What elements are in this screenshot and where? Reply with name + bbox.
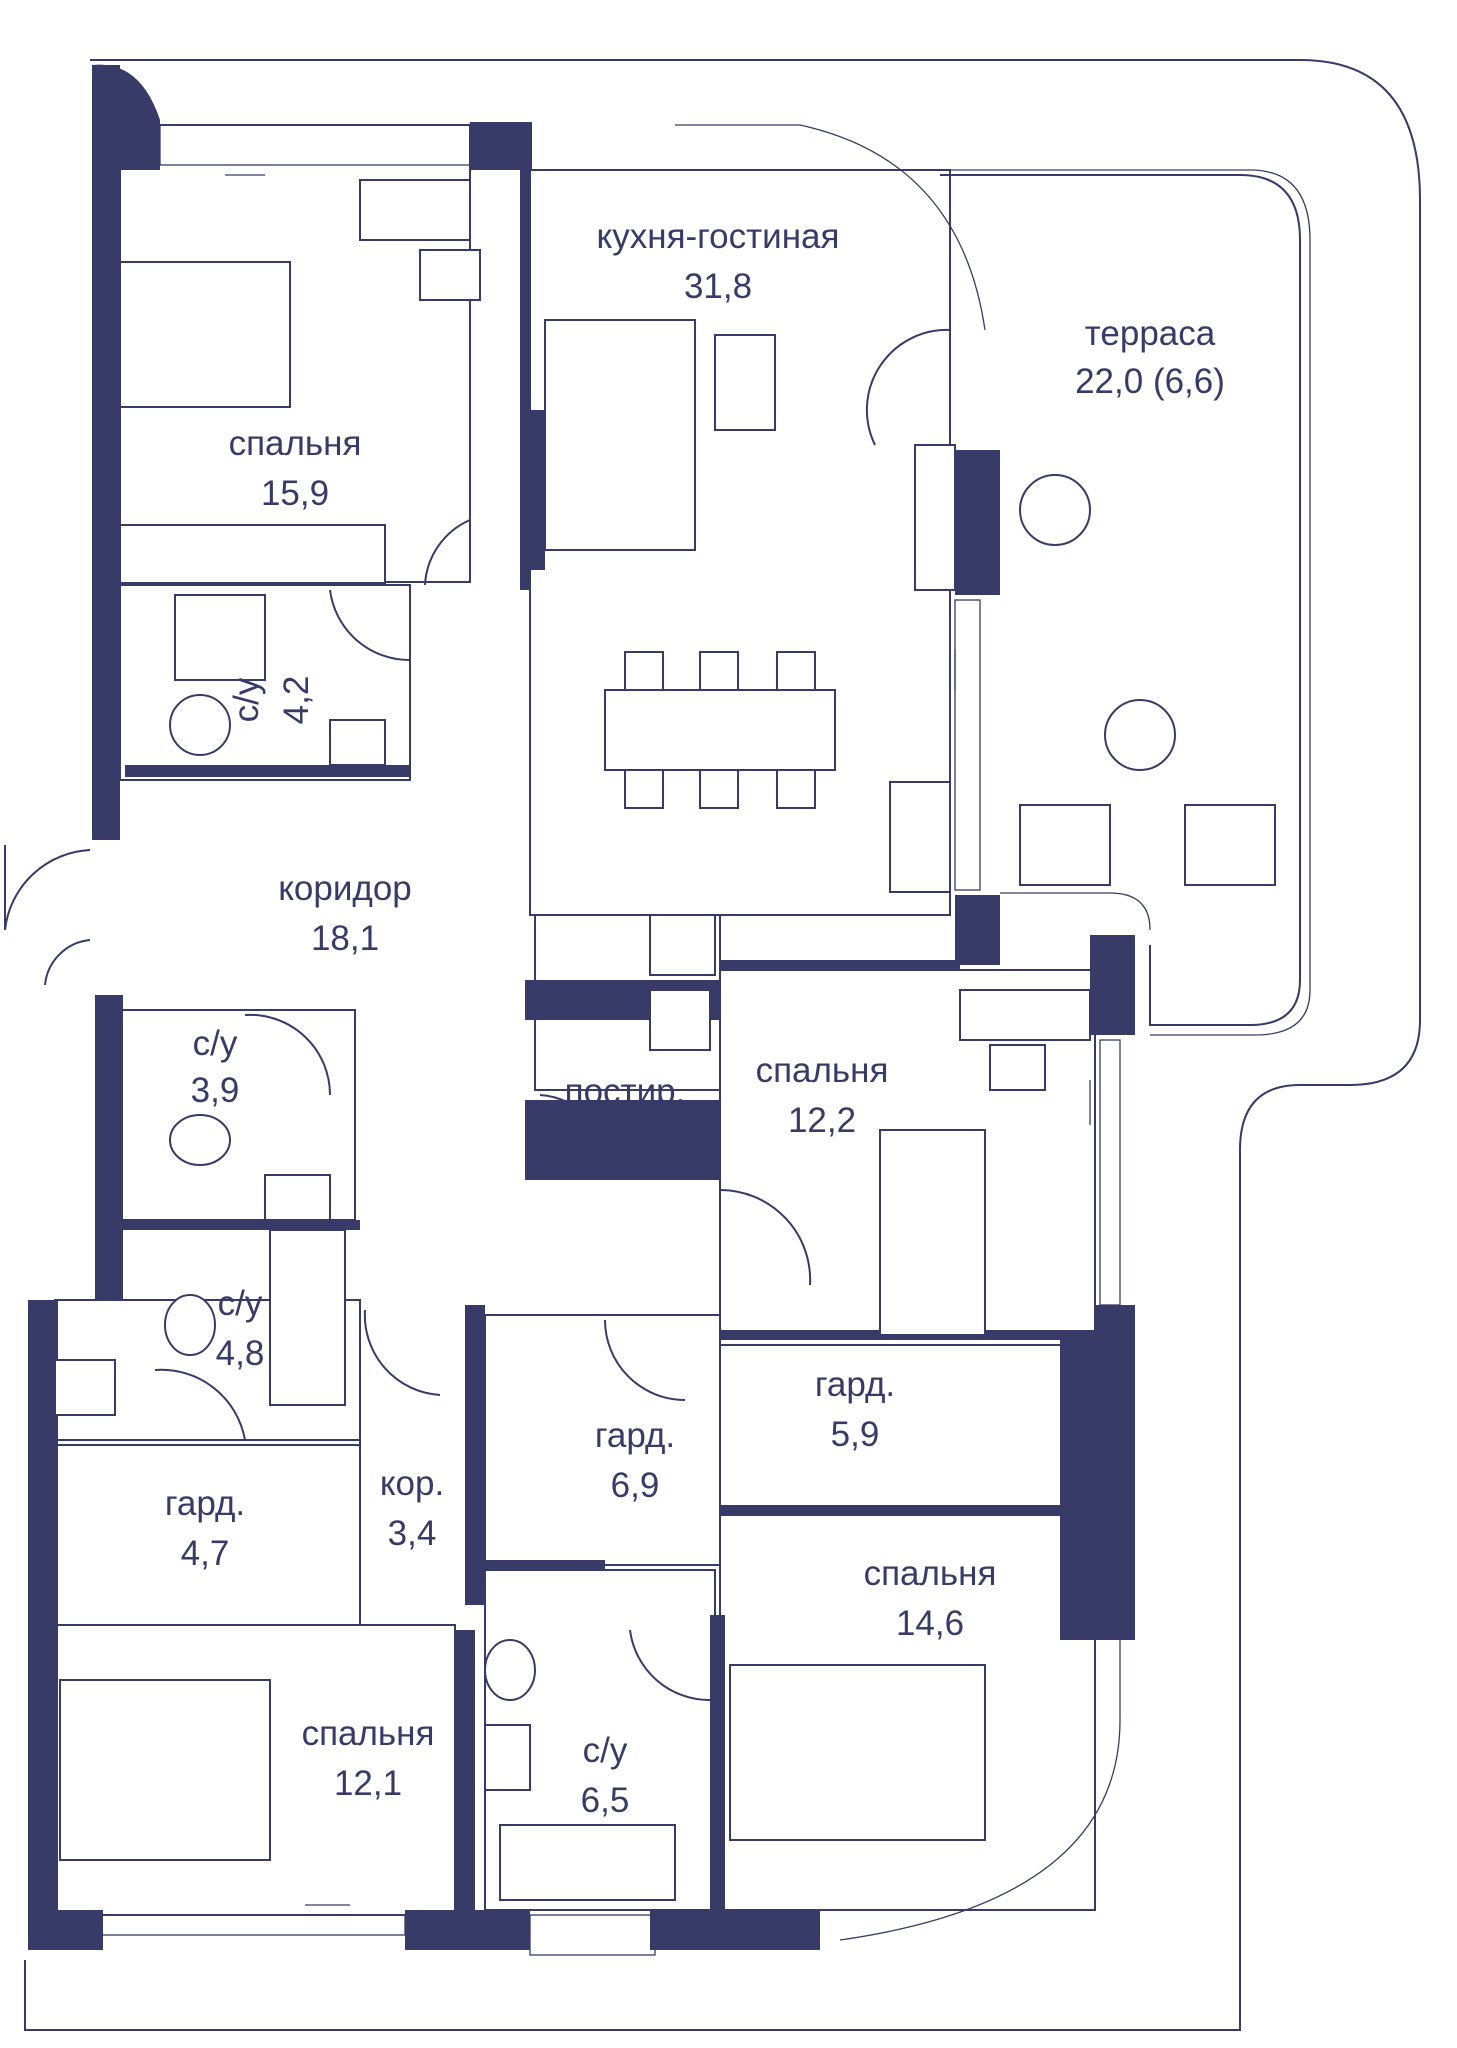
door-icon — [865, 328, 951, 446]
chair-icon — [699, 769, 739, 809]
chair-icon — [624, 769, 664, 809]
room-bedroom-4-name: спальня — [302, 1714, 435, 1753]
room-bedroom-3-name: спальня — [864, 1554, 997, 1593]
furniture — [54, 179, 1276, 1901]
room-wardrobe-1-area: 5,9 — [831, 1415, 880, 1454]
room-bathroom-2-area: 3,9 — [191, 1071, 240, 1110]
sink-icon — [264, 1174, 331, 1221]
door-icon — [539, 1094, 612, 1176]
toilet-icon — [164, 1294, 216, 1356]
toilet-icon — [169, 694, 231, 756]
sink-icon — [484, 1724, 531, 1791]
room-bedroom-4-area: 12,1 — [334, 1764, 402, 1803]
desk-icon — [359, 179, 471, 241]
room-corridor-name: коридор — [278, 869, 412, 908]
room-kitchen-living-area: 31,8 — [684, 267, 752, 306]
room-bedroom-2-name: спальня — [756, 1051, 889, 1090]
window-icon — [454, 1699, 466, 1851]
bed-icon — [879, 1129, 986, 1336]
bathtub-icon — [269, 1229, 346, 1406]
chair-icon — [699, 651, 739, 691]
doors — [4, 328, 951, 1702]
toilet-icon — [169, 1114, 231, 1166]
chair-icon — [1019, 804, 1111, 886]
toilet-icon — [484, 1639, 536, 1701]
door-icon — [719, 1188, 812, 1286]
room-labels: спальня 15,9 кухня-гостиная 31,8 терраса… — [165, 217, 1225, 1820]
room-bathroom-3-area: 4,8 — [216, 1334, 265, 1373]
sink-icon — [889, 781, 951, 893]
door-icon — [244, 1013, 332, 1096]
table-icon — [604, 689, 836, 771]
chair-icon — [1184, 804, 1276, 886]
shower-icon — [174, 594, 266, 681]
door-icon — [4, 845, 91, 931]
door-icon — [604, 1319, 686, 1401]
sink-icon — [54, 1359, 116, 1416]
walls — [28, 64, 1135, 1950]
desk-icon — [959, 989, 1091, 1041]
sink-icon — [329, 719, 386, 766]
window-icon — [99, 1914, 406, 1936]
bathtub-icon — [499, 1824, 676, 1901]
chair-icon — [624, 651, 664, 691]
room-bedroom-2-area: 12,2 — [788, 1101, 856, 1140]
room-corridor-area: 18,1 — [311, 919, 379, 958]
room-bathroom-1-name: с/у — [227, 677, 266, 722]
washing-machine-icon — [649, 989, 711, 1051]
room-bedroom-1-area: 15,9 — [261, 474, 329, 513]
windows — [99, 124, 1121, 1956]
chair-icon — [989, 1044, 1046, 1091]
room-laundry-name: постир. — [565, 1072, 686, 1111]
window-icon — [1099, 1039, 1121, 1306]
chair-icon — [776, 651, 816, 691]
room-bathroom-3-name: с/у — [218, 1284, 263, 1323]
room-wardrobe-3-name: гард. — [165, 1484, 245, 1523]
stove-icon — [649, 914, 716, 976]
room-wardrobe-3-area: 4,7 — [181, 1534, 230, 1573]
door-icon — [44, 939, 91, 986]
bed-icon — [729, 1664, 986, 1841]
room-wardrobe-2-area: 6,9 — [611, 1466, 660, 1505]
sliding-door-arrows — [225, 174, 1091, 1906]
room-kitchen-living-name: кухня-гостиная — [597, 217, 840, 256]
room-small-corridor-name: кор. — [380, 1464, 444, 1503]
door-icon — [154, 1368, 246, 1441]
bed-icon — [119, 261, 291, 408]
room-terrace-name: терраса — [1085, 314, 1216, 353]
door-icon — [629, 1629, 711, 1702]
terrace-outline — [24, 59, 1421, 2031]
room-wardrobe-2-name: гард. — [595, 1416, 675, 1455]
table-icon — [1104, 699, 1176, 771]
room-laundry-area: 3,8 — [601, 1122, 650, 1161]
room-wardrobe-1-name: гард. — [815, 1365, 895, 1404]
window-icon — [954, 599, 981, 891]
window-icon — [529, 1914, 656, 1956]
bed-icon — [59, 1679, 271, 1861]
door-icon — [363, 1309, 441, 1396]
window-icon — [839, 1640, 1121, 1941]
window-icon — [159, 124, 471, 166]
chair-icon — [419, 249, 481, 301]
room-bathroom-4-name: с/у — [583, 1731, 628, 1770]
room-small-corridor-area: 3,4 — [388, 1514, 437, 1553]
desk-icon — [119, 524, 386, 584]
room-bedroom-1-name: спальня — [229, 424, 362, 463]
sofa-icon — [544, 319, 696, 551]
window-icon — [675, 124, 986, 331]
chair-icon — [776, 769, 816, 809]
door-icon — [329, 589, 411, 662]
room-bedroom-3-area: 14,6 — [896, 1604, 964, 1643]
plant-icon — [1019, 474, 1091, 546]
table-icon — [714, 334, 776, 431]
door-icon — [424, 519, 471, 586]
room-terrace-area: 22,0 (6,6) — [1075, 362, 1225, 401]
room-bathroom-4-area: 6,5 — [581, 1781, 630, 1820]
room-bathroom-1-area: 4,2 — [277, 676, 316, 725]
desk-icon — [914, 444, 956, 591]
room-bathroom-2-name: с/у — [193, 1024, 238, 1063]
